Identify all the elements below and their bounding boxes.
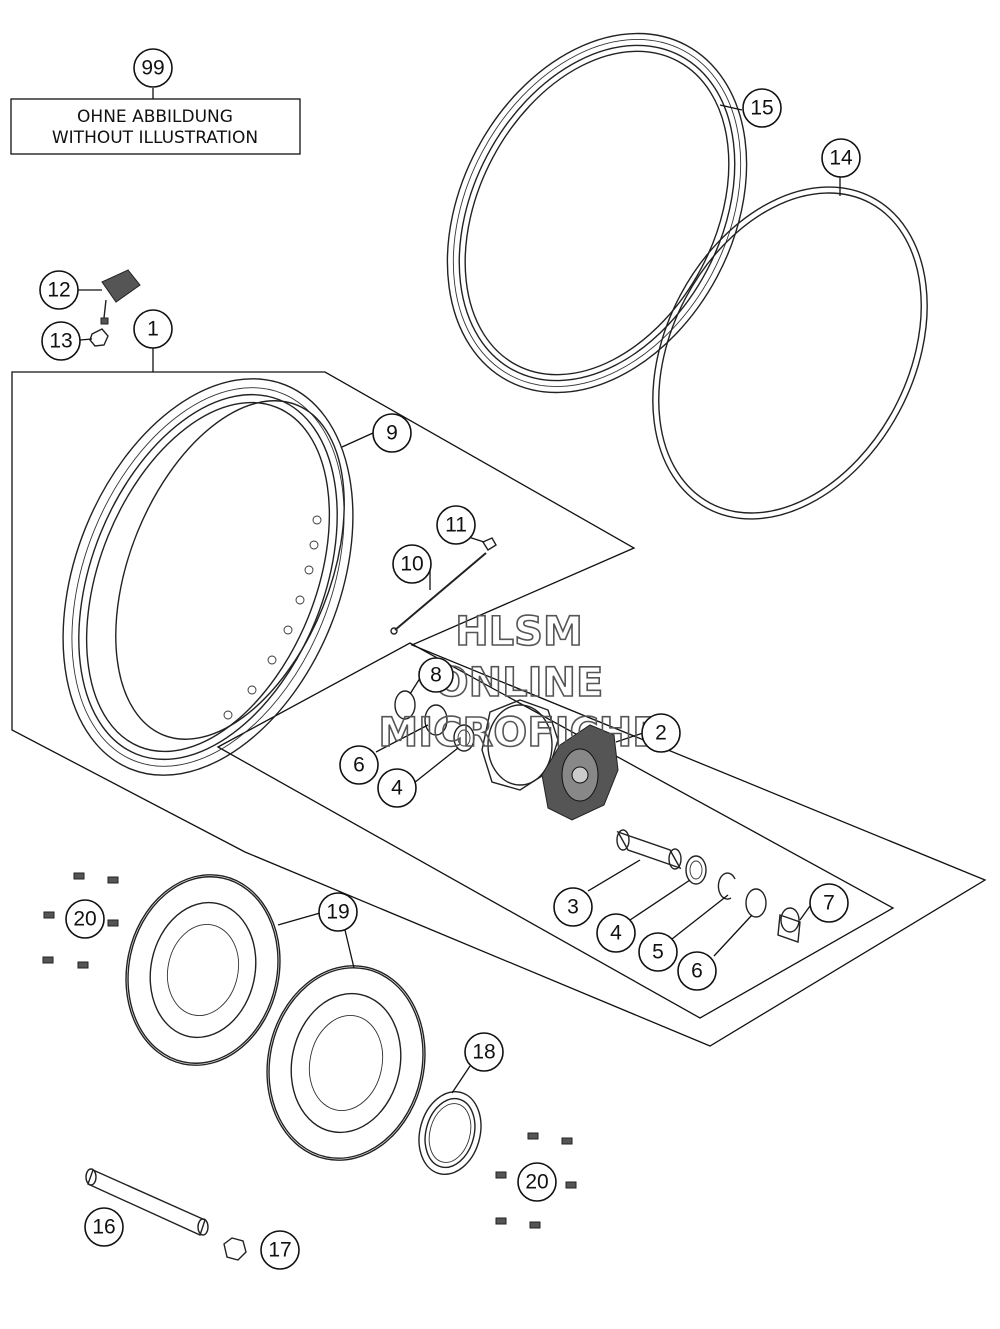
seal-part-8 xyxy=(394,690,416,720)
callout-9-label: 9 xyxy=(386,422,398,445)
bolts-part-20-lower xyxy=(495,1132,577,1229)
circlip-part-5 xyxy=(717,872,736,900)
callout-8: 8 xyxy=(418,657,454,693)
spoke-part-10 xyxy=(390,552,487,635)
callout-12: 12 xyxy=(39,270,79,310)
callout-18-label: 18 xyxy=(472,1041,495,1064)
callout-4-lower-label: 4 xyxy=(610,922,622,945)
callout-4-upper: 4 xyxy=(377,768,417,808)
valve-sensor-part-12 xyxy=(100,269,141,325)
callout-19: 19 xyxy=(318,892,358,932)
callout-11-label: 11 xyxy=(445,514,467,537)
callout-13-label: 13 xyxy=(49,330,72,353)
callout-12-label: 12 xyxy=(47,279,70,302)
bearing-part-4-right xyxy=(685,855,707,885)
bearing-part-4-left xyxy=(453,724,475,752)
callout-20-upper: 20 xyxy=(65,899,105,939)
note-line-1: OHNE ABBILDUNG xyxy=(77,107,233,127)
callout-10: 10 xyxy=(392,544,432,584)
watermark-line-3: MICROFICHE xyxy=(378,710,659,756)
callout-17-label: 17 xyxy=(268,1239,291,1262)
seal-part-6-right xyxy=(745,888,767,918)
callout-20-upper-label: 20 xyxy=(73,908,96,931)
callout-18: 18 xyxy=(464,1032,504,1072)
callout-99: 99 xyxy=(133,48,173,88)
callout-7: 7 xyxy=(809,883,849,923)
brake-disc-part-19-upper xyxy=(125,874,281,1066)
note-box: OHNE ABBILDUNG WITHOUT ILLUSTRATION xyxy=(10,98,301,155)
callout-4-lower: 4 xyxy=(596,913,636,953)
rim-band-part-14 xyxy=(652,186,928,520)
watermark-line-1: HLSM xyxy=(455,609,583,655)
callout-15: 15 xyxy=(742,88,782,128)
bearing-part-6-left xyxy=(424,704,448,736)
wheel-assembly-outline xyxy=(11,371,987,1047)
callout-16-label: 16 xyxy=(92,1216,115,1239)
callout-1: 1 xyxy=(133,309,173,349)
abs-ring-part-18 xyxy=(418,1090,482,1176)
callout-9: 9 xyxy=(372,413,412,453)
callout-2: 2 xyxy=(641,713,681,753)
rim-part-9 xyxy=(62,378,354,776)
callout-13: 13 xyxy=(41,321,81,361)
hub-assembly-outline xyxy=(216,642,895,1019)
callout-1-label: 1 xyxy=(147,318,159,341)
axle-part-16 xyxy=(85,1168,209,1236)
callout-5: 5 xyxy=(638,932,678,972)
watermark-line-2: ONLINE xyxy=(435,660,604,706)
callout-5-label: 5 xyxy=(652,941,664,964)
note-line-2: WITHOUT ILLUSTRATION xyxy=(52,128,258,148)
axle-nut-part-17 xyxy=(223,1237,247,1261)
callout-8-label: 8 xyxy=(430,664,442,687)
callout-6-upper-label: 6 xyxy=(353,754,365,777)
watermark: HLSM ONLINE MICROFICHE xyxy=(378,608,661,757)
callout-14-label: 14 xyxy=(829,147,853,170)
callout-14: 14 xyxy=(821,138,861,178)
callout-6-lower-label: 6 xyxy=(691,960,703,983)
hub-part-2 xyxy=(481,699,619,821)
callout-2-label: 2 xyxy=(655,722,667,745)
callout-7-label: 7 xyxy=(823,892,835,915)
callout-15-label: 15 xyxy=(750,97,773,120)
callout-3: 3 xyxy=(553,887,593,927)
callout-16: 16 xyxy=(84,1207,124,1247)
callout-17: 17 xyxy=(260,1230,300,1270)
callout-11: 11 xyxy=(436,505,476,545)
callout-20-lower-label: 20 xyxy=(525,1171,548,1194)
spacer-part-7 xyxy=(777,907,801,943)
nipple-part-11 xyxy=(481,537,497,551)
callout-99-label: 99 xyxy=(141,57,164,80)
spacer-part-3 xyxy=(616,829,682,870)
leader-lines xyxy=(77,88,841,1094)
callout-6-lower: 6 xyxy=(677,951,717,991)
callout-4-upper-label: 4 xyxy=(391,777,403,800)
callout-20-lower: 20 xyxy=(517,1162,557,1202)
bolts-part-20-upper xyxy=(42,872,119,969)
callout-10-label: 10 xyxy=(400,553,423,576)
callout-19-label: 19 xyxy=(326,901,349,924)
valve-nut-part-13 xyxy=(89,328,109,347)
callout-6-upper: 6 xyxy=(339,745,379,785)
callout-3-label: 3 xyxy=(567,896,579,919)
brake-disc-part-19-lower xyxy=(266,965,426,1161)
tire-ring-part-15 xyxy=(446,32,748,394)
